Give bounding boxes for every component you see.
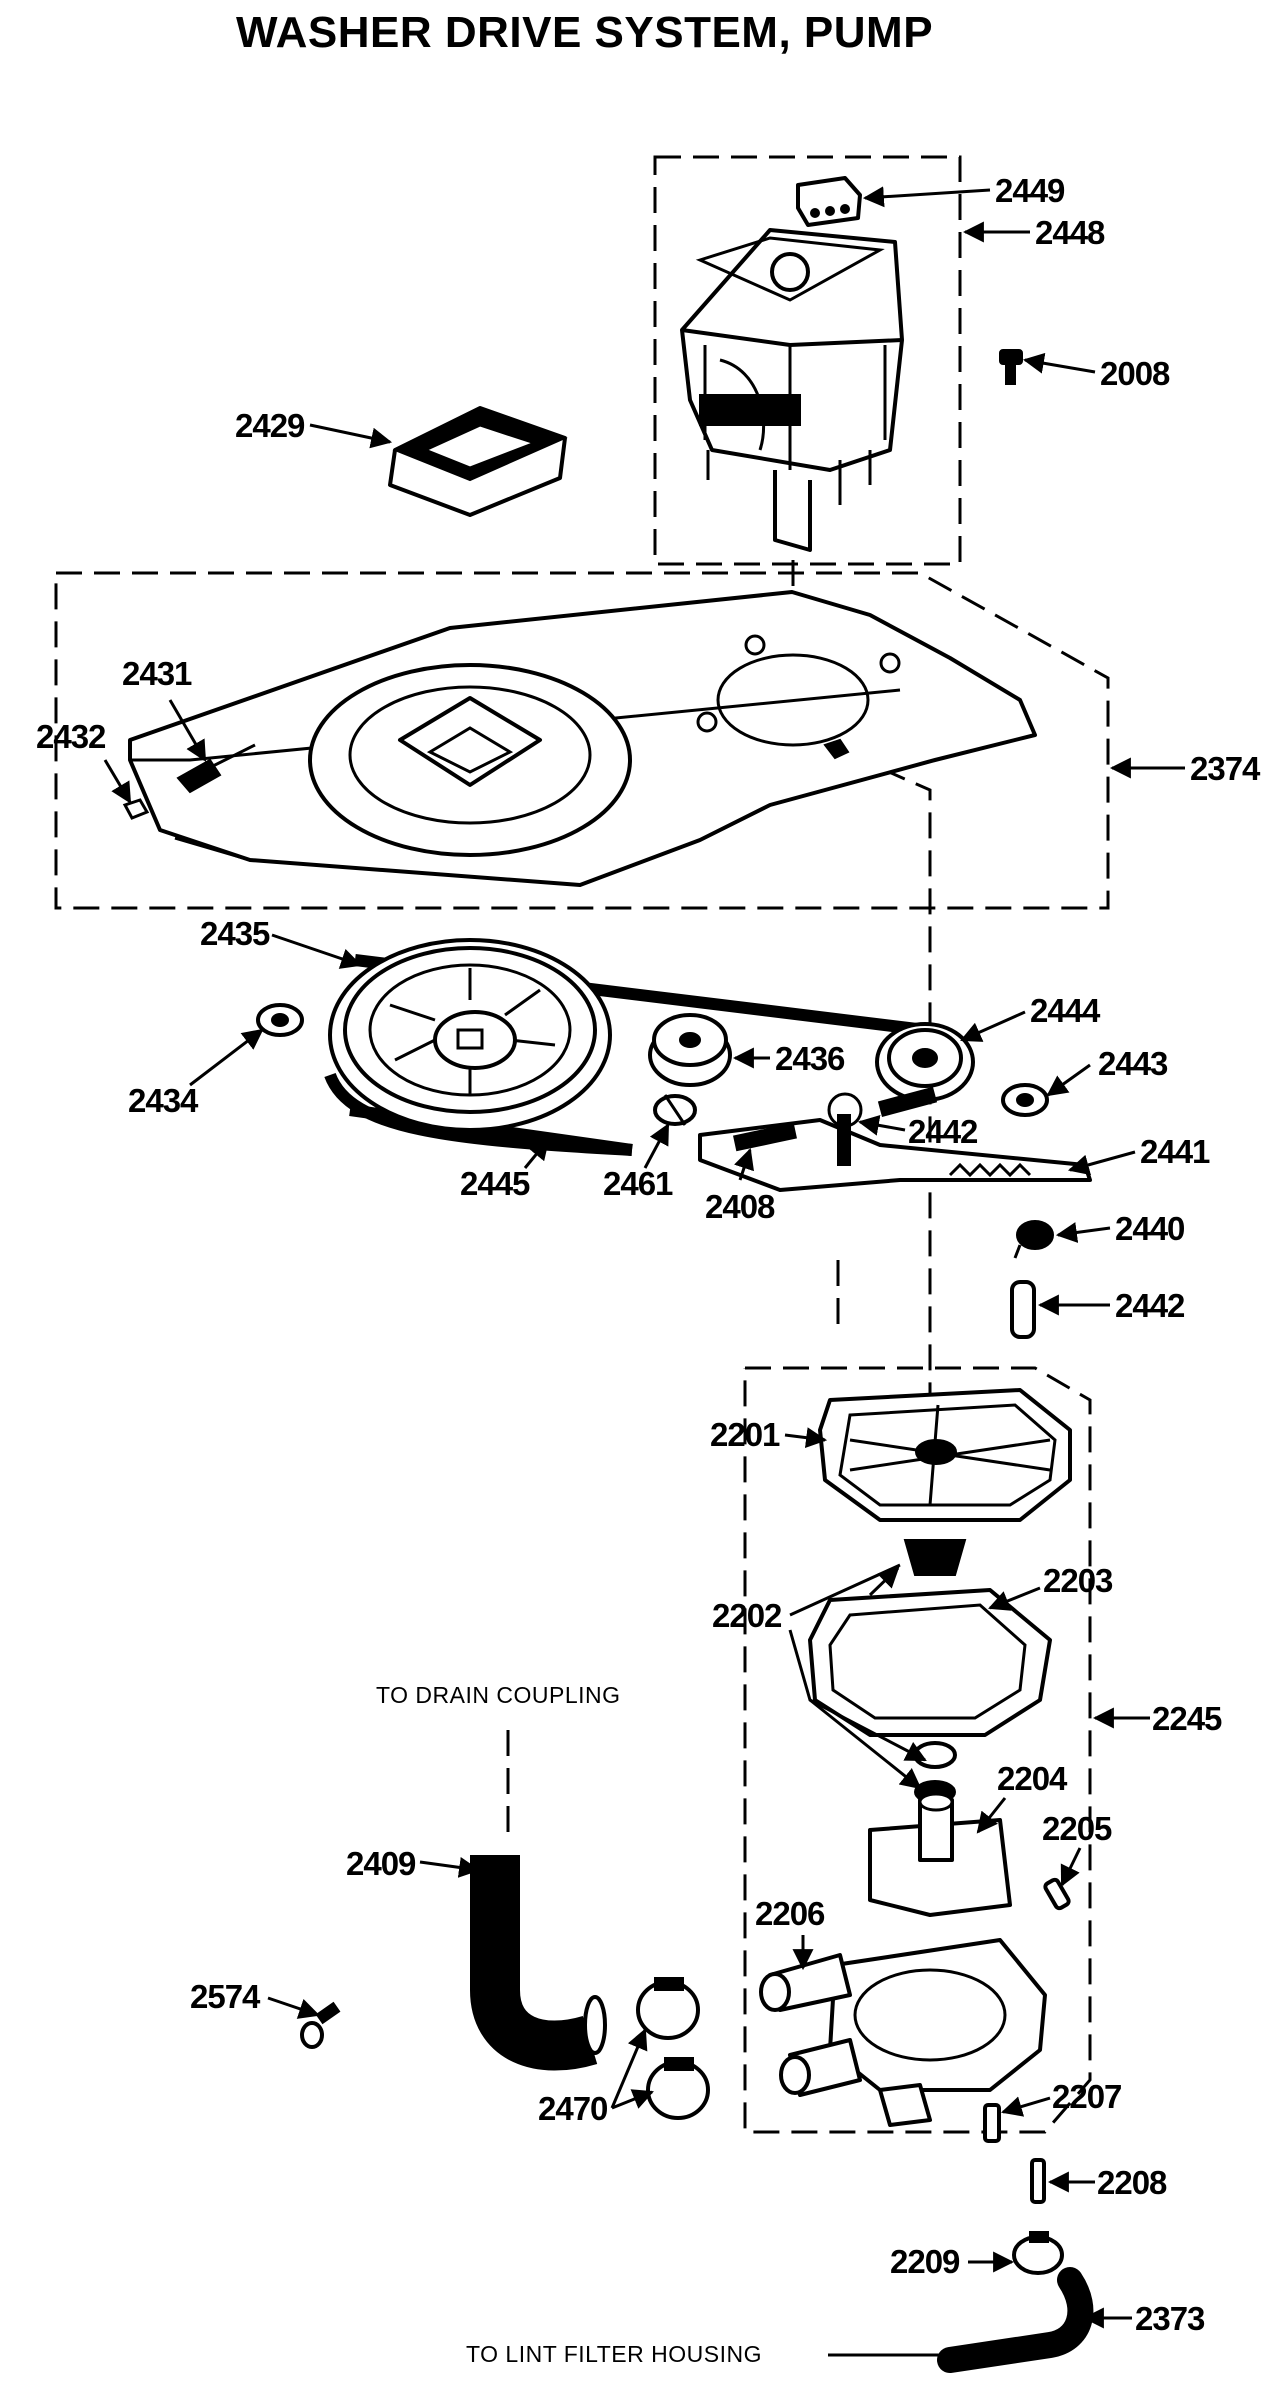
screw-2208 bbox=[1030, 2158, 1046, 2204]
drain-hose-2409 bbox=[470, 1855, 598, 2071]
hose-2373 bbox=[937, 2267, 1094, 2373]
clamp-2470 bbox=[636, 1977, 710, 2120]
leader-2440 bbox=[1055, 1222, 1111, 1243]
label-2374: 2374 bbox=[1190, 750, 1261, 787]
label-2436: 2436 bbox=[775, 1040, 845, 1077]
label-2470: 2470 bbox=[538, 2090, 607, 2127]
label-2373: 2373 bbox=[1135, 2300, 1205, 2337]
leader-2207 bbox=[1000, 2096, 1051, 2117]
screw-2207 bbox=[983, 2103, 1001, 2143]
leader-2202-c bbox=[809, 1698, 922, 1790]
bolt-2431 bbox=[176, 743, 256, 794]
leader-2443 bbox=[1046, 1063, 1091, 1097]
label-2209: 2209 bbox=[890, 2243, 960, 2280]
clamp-2209 bbox=[1012, 2231, 1064, 2275]
label-2445: 2445 bbox=[460, 1165, 530, 1202]
motor-assembly-boundary bbox=[653, 155, 962, 566]
label-2429: 2429 bbox=[235, 407, 305, 444]
washer-2443 bbox=[1001, 1083, 1049, 1117]
leader-2574 bbox=[267, 1996, 320, 2019]
label-2435: 2435 bbox=[200, 915, 270, 952]
note-lint-filter: TO LINT FILTER HOUSING bbox=[466, 2341, 762, 2367]
washer-2434 bbox=[256, 1003, 304, 1037]
label-2442a: 2442 bbox=[908, 1113, 978, 1150]
leader-2431 bbox=[168, 699, 207, 762]
label-2409: 2409 bbox=[346, 1845, 416, 1882]
label-2441: 2441 bbox=[1140, 1133, 1210, 1170]
leader-2204 bbox=[976, 1797, 1007, 1834]
leader-2202-d bbox=[868, 1566, 900, 1597]
leader-2461 bbox=[643, 1123, 670, 1169]
label-2008: 2008 bbox=[1100, 355, 1170, 392]
label-2205: 2205 bbox=[1042, 1810, 1112, 1847]
leader-2205 bbox=[1060, 1847, 1082, 1887]
leader-2434 bbox=[189, 1028, 264, 1087]
washer-2461 bbox=[653, 1094, 697, 1126]
screw-2008 bbox=[999, 349, 1023, 385]
diagram-title: WASHER DRIVE SYSTEM, PUMP bbox=[236, 8, 934, 57]
belt-2445-lower bbox=[324, 1072, 633, 1156]
motor-mount-pad-2429 bbox=[388, 406, 568, 517]
label-2204: 2204 bbox=[997, 1760, 1068, 1797]
seal-2202-top bbox=[903, 1539, 967, 1576]
label-2444: 2444 bbox=[1030, 992, 1101, 1029]
label-2574: 2574 bbox=[190, 1978, 261, 2015]
label-2408: 2408 bbox=[705, 1188, 775, 1225]
impeller-2204 bbox=[868, 1792, 1012, 1917]
motor-2448 bbox=[680, 228, 904, 552]
label-2434: 2434 bbox=[128, 1082, 199, 1119]
leader-2444 bbox=[960, 1010, 1026, 1042]
pump-assembly-boundary bbox=[743, 1366, 1092, 2134]
label-2443: 2443 bbox=[1098, 1045, 1168, 1082]
pump-housing-2206 bbox=[759, 1938, 1047, 2127]
motor-pulley-2444 bbox=[875, 1022, 975, 1102]
label-2245: 2245 bbox=[1152, 1700, 1222, 1737]
drain-hose-2409-end bbox=[583, 1995, 607, 2055]
screw-2574 bbox=[300, 2001, 341, 2049]
pump-cover-2201 bbox=[818, 1388, 1072, 1522]
screw-2205 bbox=[1043, 1877, 1071, 1911]
leader-2442a bbox=[857, 1114, 906, 1136]
nut-2432 bbox=[122, 798, 150, 820]
leader-2008 bbox=[1022, 352, 1096, 374]
leader-2408 bbox=[734, 1148, 754, 1181]
leader-2470-a bbox=[610, 2028, 648, 2109]
note-drain-coupling: TO DRAIN COUPLING bbox=[376, 1682, 621, 1708]
label-2202: 2202 bbox=[712, 1597, 782, 1634]
label-2440: 2440 bbox=[1115, 1210, 1184, 1247]
label-2203: 2203 bbox=[1043, 1562, 1113, 1599]
label-2208: 2208 bbox=[1097, 2164, 1167, 2201]
label-2431: 2431 bbox=[122, 655, 192, 692]
label-2442b: 2442 bbox=[1115, 1287, 1185, 1324]
leader-2449 bbox=[862, 186, 991, 208]
idler-pulley-2436 bbox=[648, 1013, 732, 1087]
leader-2429 bbox=[309, 423, 393, 449]
label-2206: 2206 bbox=[755, 1895, 825, 1932]
leader-2441 bbox=[1067, 1150, 1136, 1176]
gasket-2203 bbox=[808, 1588, 1052, 1737]
leader-2409 bbox=[419, 1857, 481, 1878]
leader-2445 bbox=[523, 1138, 550, 1169]
leader-2435 bbox=[271, 933, 362, 969]
mounting-plate-assembly-boundary bbox=[54, 571, 1110, 910]
label-2461: 2461 bbox=[603, 1165, 673, 1202]
mounting-plate-2374 bbox=[128, 590, 1037, 887]
label-2207: 2207 bbox=[1052, 2078, 1121, 2115]
leader-2201 bbox=[784, 1427, 828, 1449]
label-2449: 2449 bbox=[995, 172, 1065, 209]
pin-2442-lower bbox=[1010, 1280, 1036, 1339]
leader-2470-b bbox=[611, 2089, 654, 2110]
drive-pulley-2435 bbox=[328, 938, 612, 1132]
leader-2432 bbox=[103, 759, 132, 804]
label-2448: 2448 bbox=[1035, 214, 1105, 251]
idler-arm-2441 bbox=[698, 1086, 1092, 1192]
label-2201: 2201 bbox=[710, 1416, 780, 1453]
motor-switch-2449 bbox=[796, 176, 862, 227]
leader-2203 bbox=[988, 1586, 1041, 1611]
spring-2440 bbox=[1013, 1220, 1054, 1259]
label-2432: 2432 bbox=[36, 718, 106, 755]
